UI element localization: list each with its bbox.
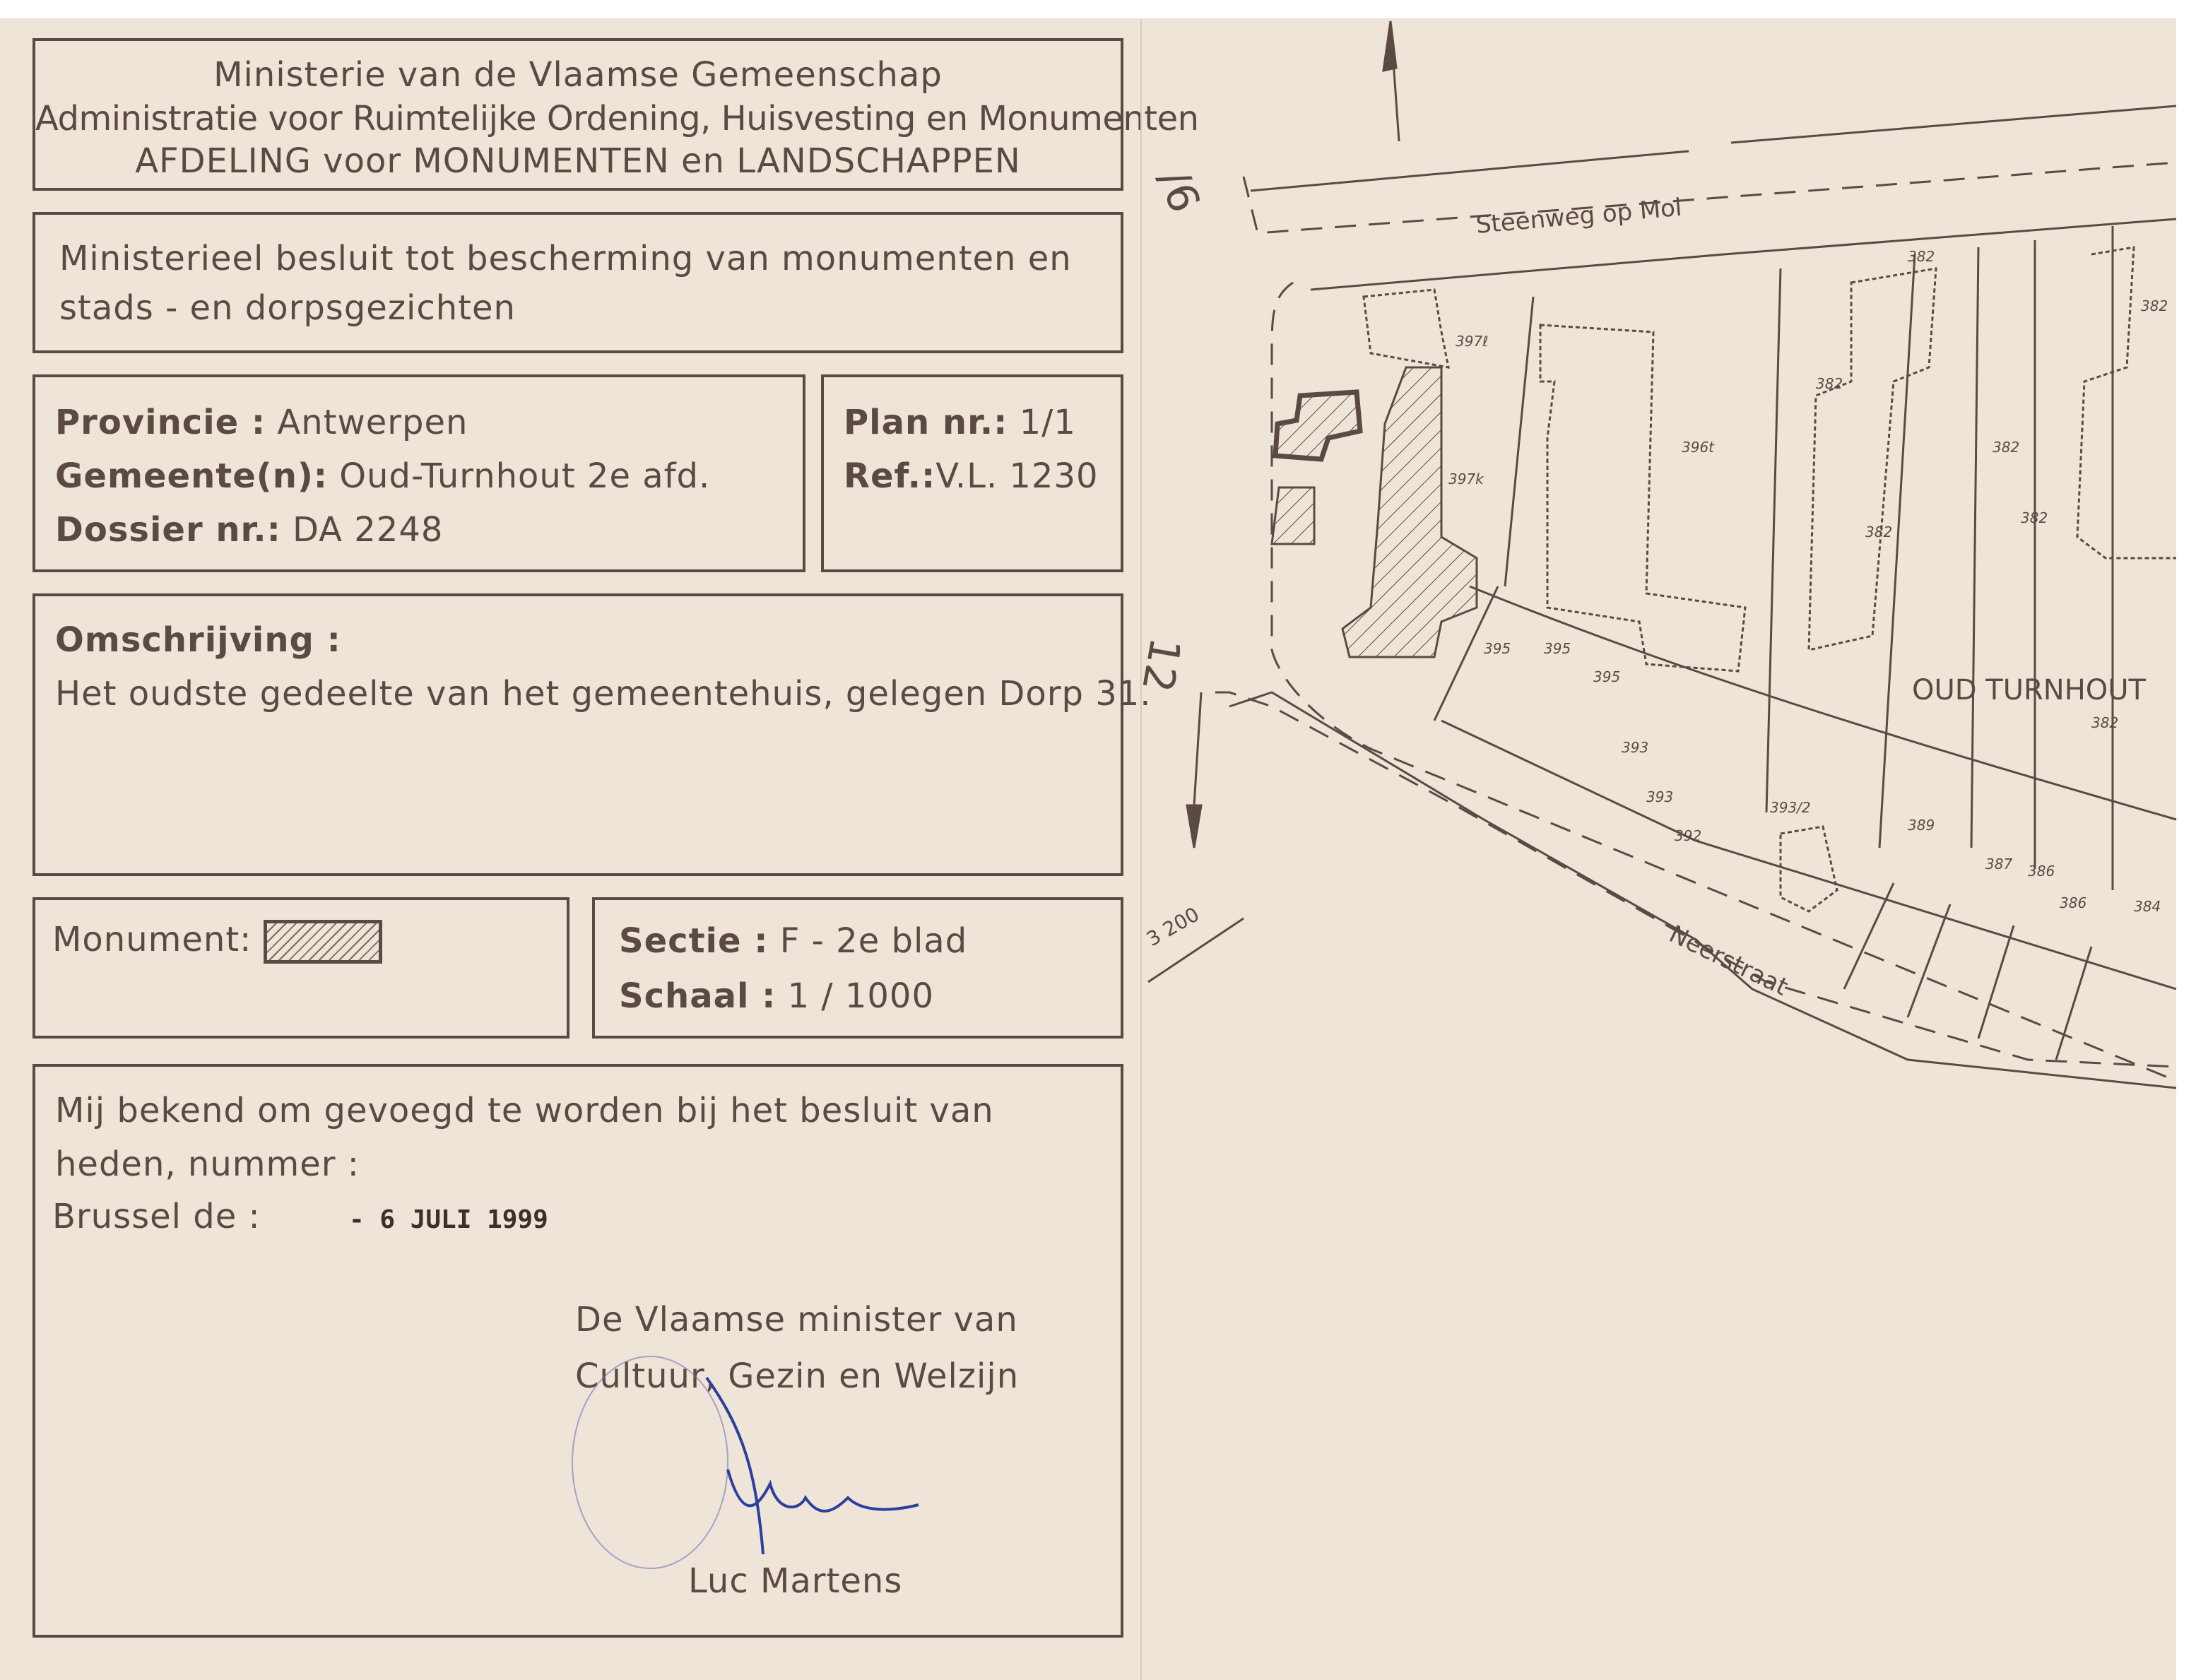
monument-parcel-hatched bbox=[1341, 366, 1478, 658]
road-dashed-north bbox=[1242, 161, 2177, 235]
sectie-value: F - 2e blad bbox=[779, 921, 968, 961]
plan-value: 1/1 bbox=[1019, 403, 1076, 442]
road-edge-north bbox=[1250, 105, 2177, 192]
road-dashed-south bbox=[1215, 691, 2177, 1068]
description-box: Omschrijving : Het oudste gedeelte van h… bbox=[33, 593, 1151, 876]
ref-label: Ref.: bbox=[844, 456, 936, 496]
parcel-label: 382 bbox=[1865, 523, 1892, 540]
dossier-label: Dossier nr.: bbox=[55, 510, 281, 550]
street-label-neerstraat: Neerstraat bbox=[1665, 920, 1792, 1001]
parcel-label: 382 bbox=[1993, 439, 2019, 456]
parcel-label: 395 bbox=[1484, 640, 1511, 657]
section-box: Sectie : F - 2e blad Schaal : 1 / 1000 bbox=[592, 897, 1123, 1039]
building-393-2 bbox=[1779, 825, 1838, 913]
gemeente-label: Gemeente(n): bbox=[55, 456, 328, 496]
parcel-front-north bbox=[1310, 218, 2177, 291]
document-sheet bbox=[0, 18, 2176, 1680]
building-396 bbox=[1539, 324, 1747, 673]
monument-hatch-swatch bbox=[263, 920, 382, 964]
parcel-label: 382 bbox=[2091, 714, 2118, 731]
ref-value: V.L. 1230 bbox=[935, 456, 1099, 496]
department-name: AFDELING voor MONUMENTEN en LANDSCHAPPEN bbox=[135, 141, 1021, 181]
schaal-label: Schaal : bbox=[619, 976, 777, 1016]
description-text: Het oudste gedeelte van het gemeentehuis… bbox=[55, 674, 1152, 714]
header-box: Ministerie van de Vlaamse Gemeenschap Ad… bbox=[33, 38, 1199, 191]
description-label: Omschrijving : bbox=[55, 620, 341, 660]
decree-title-box: Ministerieel besluit tot bescherming van… bbox=[33, 212, 1123, 353]
parcel-label: 382 bbox=[2141, 297, 2168, 314]
parcel-number-labels: 397ℓ 397k 396t 382 382 382 382 382 382 3… bbox=[1448, 248, 2168, 915]
road-dashed-curve bbox=[1270, 281, 2177, 1082]
parcel-label: 395 bbox=[1593, 668, 1620, 685]
legend-box: Monument: bbox=[33, 897, 569, 1039]
parcel-label: 397ℓ bbox=[1456, 333, 1488, 350]
monument-annex-hatched bbox=[1270, 486, 1316, 545]
parcel-dividers bbox=[1504, 226, 2114, 1060]
parcel-label: 396t bbox=[1682, 439, 1715, 456]
parcel-label: 393/2 bbox=[1770, 799, 1811, 816]
edge-label-top: /6 bbox=[1149, 163, 1210, 219]
north-arrow-icon bbox=[1382, 20, 1400, 142]
plan-box: Plan nr.: 1/1 Ref.:V.L. 1230 bbox=[821, 374, 1123, 572]
parcel-label: 393 bbox=[1646, 788, 1673, 805]
sheet-edge-line bbox=[1147, 917, 1244, 983]
approval-line2: heden, nummer : bbox=[55, 1144, 360, 1184]
signature-box: Mij bekend om gevoegd te worden bij het … bbox=[33, 1064, 1123, 1638]
dossier-value: DA 2248 bbox=[293, 510, 444, 550]
approval-line1: Mij bekend om gevoegd te worden bij het … bbox=[55, 1091, 994, 1130]
street-label-steenweg: Steenweg op Mol bbox=[1475, 194, 1683, 239]
minister-title-line1: De Vlaamse minister van bbox=[575, 1300, 1018, 1339]
administration-name: Administratie voor Ruimtelijke Ordening,… bbox=[35, 99, 1199, 138]
parcel-label: 395 bbox=[1544, 640, 1571, 657]
parcel-label: 386 bbox=[2028, 863, 2055, 880]
monument-label: Monument: bbox=[52, 920, 252, 959]
date-stamp: - 6 JULI 1999 bbox=[349, 1205, 548, 1234]
road-edge-south bbox=[1229, 691, 2177, 1089]
parcel-label: 386 bbox=[2060, 894, 2086, 911]
edge-label-low: 3 200 bbox=[1143, 902, 1203, 951]
parcel-label: 382 bbox=[2021, 509, 2048, 526]
building-397 bbox=[1362, 288, 1450, 369]
ministry-name: Ministerie van de Vlaamse Gemeenschap bbox=[213, 55, 943, 95]
decree-title-line1: Ministerieel besluit tot bescherming van… bbox=[59, 239, 1072, 278]
block-curve bbox=[1469, 585, 2177, 821]
decree-title-line2: stads - en dorpsgezichten bbox=[59, 288, 516, 328]
provincie-value: Antwerpen bbox=[277, 403, 468, 442]
building-382b bbox=[2076, 246, 2176, 560]
south-arrow-icon bbox=[1186, 692, 1203, 848]
parcel-label: 389 bbox=[1908, 817, 1935, 834]
gemeente-value: Oud-Turnhout 2e afd. bbox=[339, 456, 711, 496]
place-label-oud-turnhout: OUD TURNHOUT bbox=[1912, 674, 2147, 706]
parcel-label: 393 bbox=[1622, 739, 1648, 756]
parcel-label: 382 bbox=[1816, 375, 1843, 392]
place-label: Brussel de : bbox=[52, 1197, 261, 1236]
parcel-label: 392 bbox=[1675, 827, 1701, 844]
edge-label-mid: 12 bbox=[1132, 634, 1190, 695]
building-382 bbox=[1807, 267, 1937, 651]
monument-building-outlined bbox=[1273, 389, 1363, 462]
parcel-front-south bbox=[1433, 586, 2177, 990]
location-box: Provincie : Antwerpen Gemeente(n): Oud-T… bbox=[33, 374, 805, 572]
parcel-label: 384 bbox=[2134, 898, 2161, 915]
schaal-value: 1 / 1000 bbox=[787, 976, 934, 1016]
provincie-label: Provincie : bbox=[55, 403, 266, 442]
parcel-label: 382 bbox=[1908, 248, 1935, 265]
parcel-label: 387 bbox=[1985, 856, 2012, 872]
sectie-label: Sectie : bbox=[619, 921, 769, 961]
parcel-label: 397k bbox=[1448, 471, 1484, 487]
plan-label: Plan nr.: bbox=[844, 403, 1008, 442]
